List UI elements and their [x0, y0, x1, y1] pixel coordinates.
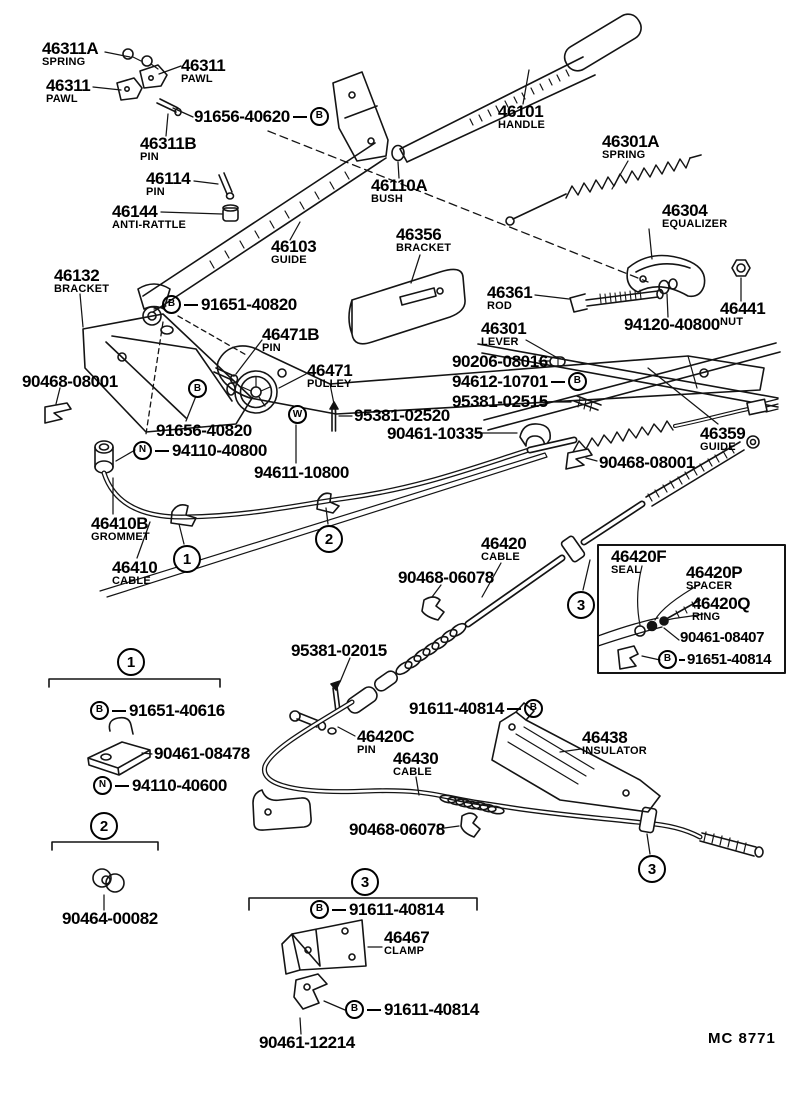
leader-dash: [506, 707, 521, 710]
part-label-90468-08001-right: 90468-08001: [599, 453, 695, 472]
part-label-90468-06078-lower: 90468-06078: [349, 820, 445, 839]
bush-part: [391, 144, 405, 162]
legend2-item-90464-00082: 90464-00082: [62, 909, 158, 928]
lever-part: [216, 345, 765, 415]
n-marker-icon: N: [133, 441, 152, 460]
w-marker-icon: W: [288, 405, 307, 424]
detail-inset-box: [597, 544, 786, 674]
b-marker-icon: B: [309, 107, 329, 126]
part-label-94120-40800: 94120-40800: [624, 315, 720, 334]
leader-dash: [332, 908, 346, 911]
part-label-90468-08001-left: 90468-08001: [22, 372, 118, 391]
spring-coil: [565, 157, 691, 199]
b-marker-icon: B: [90, 701, 109, 720]
leader-dash: [679, 658, 685, 661]
legend-2-circle: 2: [90, 812, 118, 840]
part-label-94611-10800: 94611-10800: [254, 463, 349, 482]
callout-3: 3: [567, 591, 595, 619]
b-marker-icon: B: [567, 372, 587, 391]
equalizer-part: [626, 254, 706, 298]
callout-1: 1: [173, 545, 201, 573]
b-marker-icon: B: [162, 295, 181, 314]
leader-dash: [184, 303, 198, 306]
legend1-item-90461-08478: 90461-08478: [154, 744, 250, 763]
b-marker-icon: B: [658, 650, 677, 669]
callout-3-second: 3: [638, 855, 666, 883]
part-label-90206-08016: 90206-08016: [452, 352, 548, 371]
part-label-95381-02515: 95381-02515: [452, 392, 548, 411]
leader-dash: [112, 709, 126, 712]
part-label-91656-40820: 91656-40820: [156, 421, 252, 440]
leader-dash: [155, 449, 169, 452]
n-marker-icon: N: [93, 776, 112, 795]
legend-1-circle: 1: [117, 648, 145, 676]
guide-tube: [142, 142, 387, 313]
leader-lines: [55, 51, 742, 1035]
legend3-item-90461-12214: 90461-12214: [259, 1033, 355, 1052]
part-label-90461-10335: 90461-10335: [387, 424, 483, 443]
b-marker-icon: B: [310, 900, 329, 919]
legend-3-circle: 3: [351, 868, 379, 896]
part-label-95381-02015: 95381-02015: [291, 641, 387, 660]
part-label-90468-06078-upper: 90468-06078: [398, 568, 494, 587]
drawing-code: MC 8771: [708, 1030, 776, 1047]
legend-brackets: [48, 678, 478, 911]
handle-grip: [563, 13, 642, 72]
callout-2: 2: [315, 525, 343, 553]
clamp-part: [281, 919, 367, 975]
b-marker-icon: B: [523, 699, 543, 718]
leader-dash: [550, 380, 565, 383]
leader-dash: [115, 784, 129, 787]
part-label-90461-08407: 90461-08407: [680, 629, 765, 646]
b-marker-icon: B: [188, 379, 207, 398]
leader-dash: [292, 115, 307, 118]
b-marker-icon: B: [345, 1000, 364, 1019]
cable-46430: [261, 699, 703, 840]
leader-dash: [367, 1008, 381, 1011]
part-label-95381-02520: 95381-02520: [354, 406, 450, 425]
